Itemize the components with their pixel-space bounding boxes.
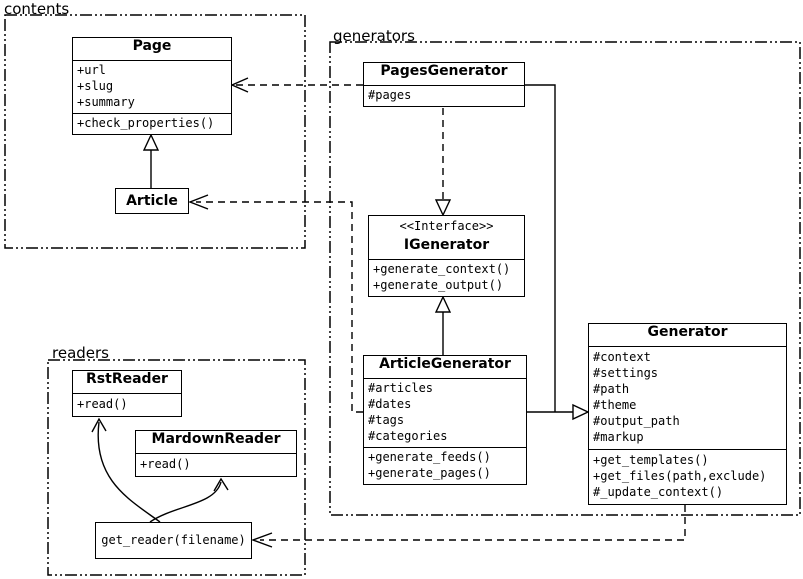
class-rst-reader-methods: +read() xyxy=(73,393,181,416)
class-generator-methods: +get_templates() +get_files(path,exclude… xyxy=(589,449,786,504)
class-igenerator: <<Interface>> IGenerator +generate_conte… xyxy=(368,215,525,297)
open-arrowhead-rstreader xyxy=(91,417,107,433)
class-markdown-reader: MardownReader +read() xyxy=(135,430,297,477)
class-generator: Generator #context #settings #path #them… xyxy=(588,323,787,505)
package-contents-label: contents xyxy=(4,0,70,18)
open-arrowhead-markdownreader xyxy=(213,477,229,492)
attribute: +summary xyxy=(77,95,135,109)
call-getreader-markdownreader-line xyxy=(149,481,222,523)
class-page-name: Page xyxy=(132,38,172,54)
class-article-generator-name: ArticleGenerator xyxy=(379,356,511,372)
class-article-generator-methods: +generate_feeds() +generate_pages() xyxy=(364,447,526,484)
method: +get_files(path,exclude) xyxy=(593,469,767,483)
class-rst-reader-name: RstReader xyxy=(86,371,168,387)
class-article-generator: ArticleGenerator #articles #dates #tags … xyxy=(363,355,527,485)
hollow-triangle-igenerator-top xyxy=(434,199,452,217)
class-pages-generator-attributes: #pages xyxy=(364,85,524,106)
call-getreader-rstreader-line xyxy=(97,421,161,523)
attribute: #categories xyxy=(368,429,448,443)
class-article: Article xyxy=(115,188,189,214)
class-igenerator-name: IGenerator xyxy=(403,237,490,253)
class-pages-generator-name: PagesGenerator xyxy=(380,63,508,79)
class-article-name: Article xyxy=(126,193,178,209)
class-igenerator-stereotype: <<Interface>> xyxy=(399,219,494,233)
method: +generate_pages() xyxy=(368,466,491,480)
hollow-triangle-page xyxy=(142,133,160,151)
open-arrowhead-page xyxy=(230,77,249,93)
class-igenerator-header: <<Interface>> IGenerator xyxy=(369,216,524,259)
attribute: #markup xyxy=(593,430,644,444)
class-page-attributes: +url +slug +summary xyxy=(73,60,231,113)
hollow-triangle-generator xyxy=(572,403,590,421)
method: +read() xyxy=(77,397,128,411)
class-generator-attributes: #context #settings #path #theme #output_… xyxy=(589,346,786,449)
class-markdown-reader-methods: +read() xyxy=(136,453,296,476)
attribute: #settings xyxy=(593,366,659,380)
class-pages-generator: PagesGenerator #pages xyxy=(363,62,525,107)
open-arrowhead-getreader xyxy=(250,532,273,548)
attribute: +slug xyxy=(77,79,114,93)
package-generators-label: generators xyxy=(333,27,415,45)
open-arrowhead-article xyxy=(188,194,209,210)
class-igenerator-methods: +generate_context() +generate_output() xyxy=(369,259,524,296)
package-readers-label: readers xyxy=(52,344,109,362)
method: #_update_context() xyxy=(593,485,724,499)
package-contents-border xyxy=(4,14,306,249)
method: +check_properties() xyxy=(77,116,215,130)
dependency-articlegenerator-article-line xyxy=(196,201,363,413)
class-article-generator-attributes: #articles #dates #tags #categories xyxy=(364,378,526,447)
method: +read() xyxy=(140,457,191,471)
attribute: #path xyxy=(593,382,630,396)
attribute: #tags xyxy=(368,413,405,427)
class-generator-name: Generator xyxy=(647,324,728,340)
hollow-triangle-igenerator-bottom xyxy=(434,295,452,313)
class-page-methods: +check_properties() xyxy=(73,113,231,134)
package-readers-border xyxy=(47,359,306,576)
attribute: #context xyxy=(593,350,651,364)
class-page: Page +url +slug +summary +check_properti… xyxy=(72,37,232,135)
function-get-reader: get_reader(filename) xyxy=(95,522,252,559)
package-generators-border xyxy=(329,41,801,516)
method: +generate_output() xyxy=(373,278,504,292)
method: +generate_context() xyxy=(373,262,511,276)
attribute: +url xyxy=(77,63,106,77)
attribute: #output_path xyxy=(593,414,680,428)
dependency-generator-getreader-line xyxy=(260,505,686,541)
attribute: #pages xyxy=(368,88,412,102)
method: +generate_feeds() xyxy=(368,450,491,464)
generalization-pagesgenerator-generator-line xyxy=(523,84,556,412)
attribute: #theme xyxy=(593,398,637,412)
class-rst-reader: RstReader +read() xyxy=(72,370,182,417)
attribute: #dates xyxy=(368,397,412,411)
method: +get_templates() xyxy=(593,453,709,467)
class-markdown-reader-name: MardownReader xyxy=(151,431,281,447)
attribute: #articles xyxy=(368,381,434,395)
